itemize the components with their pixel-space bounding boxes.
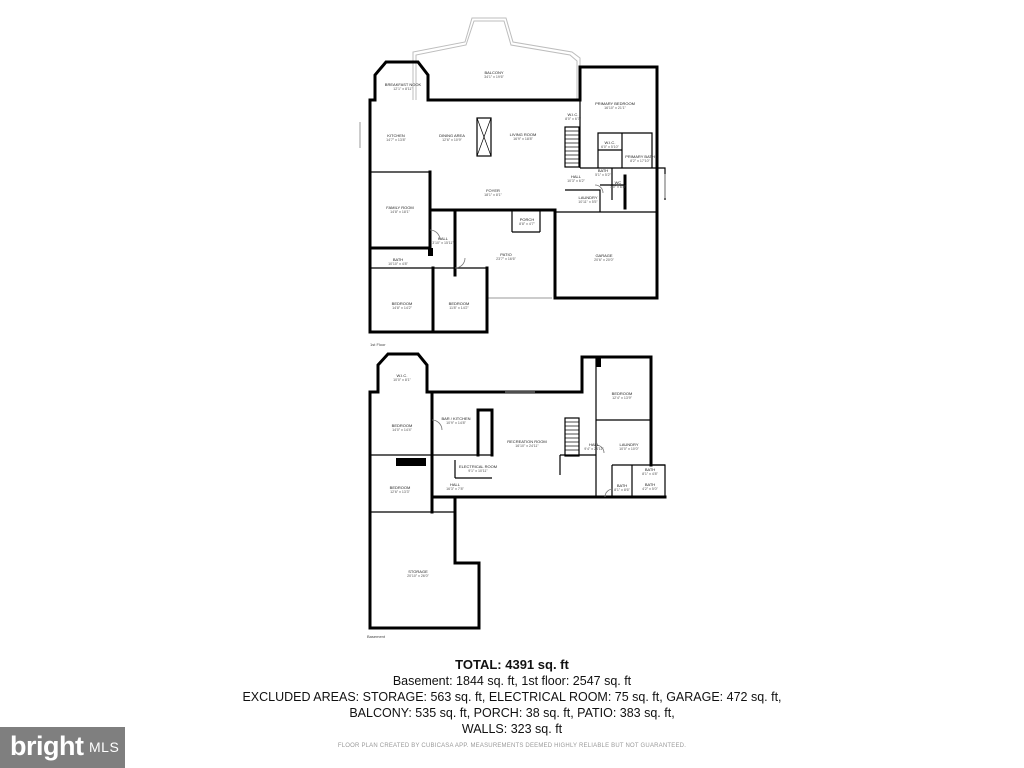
room-label: LAUNDRY — [578, 195, 597, 200]
room-dim: 10'9" x 14'8" — [446, 421, 466, 425]
floor-areas: Basement: 1844 sq. ft, 1st floor: 2547 s… — [392, 674, 632, 688]
first-floor-plan — [359, 17, 666, 334]
room-label: BATH — [617, 483, 627, 488]
room-dim: 8'8" x 4'7" — [519, 222, 535, 226]
room-label: DINING AREA — [439, 133, 465, 138]
room-label: BEDROOM — [392, 423, 413, 428]
room-label: HALL — [450, 482, 461, 487]
first-floor-room-labels: BALCONY 34'1" x 19'6" BREAKFAST NOOK 12'… — [370, 70, 655, 347]
room-label: PORCH — [520, 217, 535, 222]
total-area: TOTAL: 4391 sq. ft — [455, 657, 569, 672]
room-dim: 9'1" x 10'11" — [468, 469, 488, 473]
room-label: BATH — [645, 467, 655, 472]
room-label: FAMILY ROOM — [386, 205, 413, 210]
room-dim: 12'6" x 10'9" — [442, 138, 462, 142]
room-dim: 14'8" x 18'1" — [390, 210, 410, 214]
room-label: ELECTRICAL ROOM — [459, 464, 497, 469]
floor-label: Basement — [367, 634, 386, 639]
room-dim: 6'0" x 5'10" — [601, 145, 619, 149]
room-dim: 16'10" x 24'11" — [515, 444, 539, 448]
floor-plan-diagram: BALCONY 34'1" x 19'6" BREAKFAST NOOK 12'… — [359, 17, 667, 639]
room-dim: 10'0" x 8'1" — [393, 378, 411, 382]
room-dim: 34'1" x 19'6" — [484, 75, 504, 79]
room-dim: 10'11" x 5'5" — [578, 200, 598, 204]
room-label: W.I.C. — [568, 112, 579, 117]
room-dim: 10'10" x 4'8" — [388, 262, 408, 266]
room-dim: 23'7" x 16'6" — [496, 257, 516, 261]
room-dim: 12'6" x 13'3" — [390, 490, 410, 494]
floor-label: 1st Floor — [370, 342, 386, 347]
room-label: BATH — [393, 257, 403, 262]
room-dim: 14'8" x 14'2" — [392, 306, 412, 310]
room-dim: 14'7" x 13'8" — [386, 138, 406, 142]
bright-mls-logo: bright MLS — [0, 727, 125, 768]
basement-plan — [368, 352, 667, 630]
room-dim: 18'1" x 8'1" — [484, 193, 502, 197]
room-dim: 8'0" x 6'7" — [565, 117, 581, 121]
room-label: RECREATION ROOM — [507, 439, 546, 444]
room-dim: 14'0" x 14'4" — [392, 428, 412, 432]
room-dim: 9'4" x 24'11" — [584, 447, 604, 451]
room-label: W.I.C. — [397, 373, 408, 378]
room-dim: 11'8" x 14'2" — [449, 306, 469, 310]
basement-room-labels: W.I.C. 10'0" x 8'1" BEDROOM 12'4" x 13'9… — [367, 373, 659, 639]
room-label: LIVING ROOM — [510, 132, 537, 137]
breakfast-nook-walls — [373, 60, 430, 102]
room-dim: 20'10" x 26'0" — [407, 574, 429, 578]
disclaimer: FLOOR PLAN CREATED BY CUBICASA APP. MEAS… — [337, 743, 687, 749]
room-label: GARAGE — [595, 253, 612, 258]
area-summary: TOTAL: 4391 sq. ft Basement: 1844 sq. ft… — [0, 657, 1024, 737]
room-dim: 5'1" x 5'2" — [595, 173, 611, 177]
room-dim: 4'2" x 5'0" — [642, 487, 658, 491]
room-label: PRIMARY BATH — [625, 154, 655, 159]
room-dim: 20'6" x 20'0" — [594, 258, 614, 262]
room-dim: 12'1" x 8'11" — [393, 87, 413, 91]
room-dim: 3'0" x 6'8" — [610, 185, 626, 189]
room-dim: 3'10" x 15'11" — [432, 241, 454, 245]
room-label: STORAGE — [408, 569, 428, 574]
room-label: BEDROOM — [392, 301, 413, 306]
room-label: BALCONY — [484, 70, 503, 75]
logo-suffix: MLS — [89, 739, 120, 755]
room-label: BAR / KITCHEN — [441, 416, 470, 421]
room-dim: 16'3" x 7'8" — [446, 487, 464, 491]
room-dim: 8'1" x 8'6" — [614, 488, 630, 492]
room-label: BEDROOM — [390, 485, 411, 490]
room-label: HALL — [589, 442, 600, 447]
room-dim: 8'1" x 4'8" — [642, 472, 658, 476]
room-label: PATIO — [500, 252, 511, 257]
room-dim: 10'0" x 10'0" — [619, 447, 639, 451]
room-label: BATH — [645, 482, 655, 487]
room-label: BEDROOM — [449, 301, 470, 306]
room-label: BATH — [598, 168, 608, 173]
logo-brand: bright — [10, 731, 84, 761]
room-dim: 8'2" x 17'10" — [630, 159, 650, 163]
room-label: BEDROOM — [612, 391, 633, 396]
room-dim: 16'9" x 18'8" — [513, 137, 533, 141]
room-label: KITCHEN — [387, 133, 405, 138]
walls-area: WALLS: 323 sq. ft — [461, 722, 563, 736]
room-label: FOYER — [486, 188, 500, 193]
room-label: HALL — [571, 174, 582, 179]
excluded-areas-line-2: BALCONY: 535 sq. ft, PORCH: 38 sq. ft, P… — [349, 706, 675, 720]
room-dim: 12'4" x 13'9" — [612, 396, 632, 400]
room-dim: 16'10" x 21'1" — [604, 106, 626, 110]
room-label: BREAKFAST NOOK — [385, 82, 422, 87]
room-label: W.I.C. — [605, 140, 616, 145]
room-label: LAUNDRY — [619, 442, 638, 447]
excluded-areas-line-1: EXCLUDED AREAS: STORAGE: 563 sq. ft, ELE… — [242, 690, 782, 704]
room-label: PRIMARY BEDROOM — [595, 101, 635, 106]
balcony-railing — [412, 17, 581, 100]
room-dim: 10'3" x 6'2" — [567, 179, 585, 183]
room-label: HALL — [438, 236, 449, 241]
room-label: WC — [615, 180, 622, 185]
